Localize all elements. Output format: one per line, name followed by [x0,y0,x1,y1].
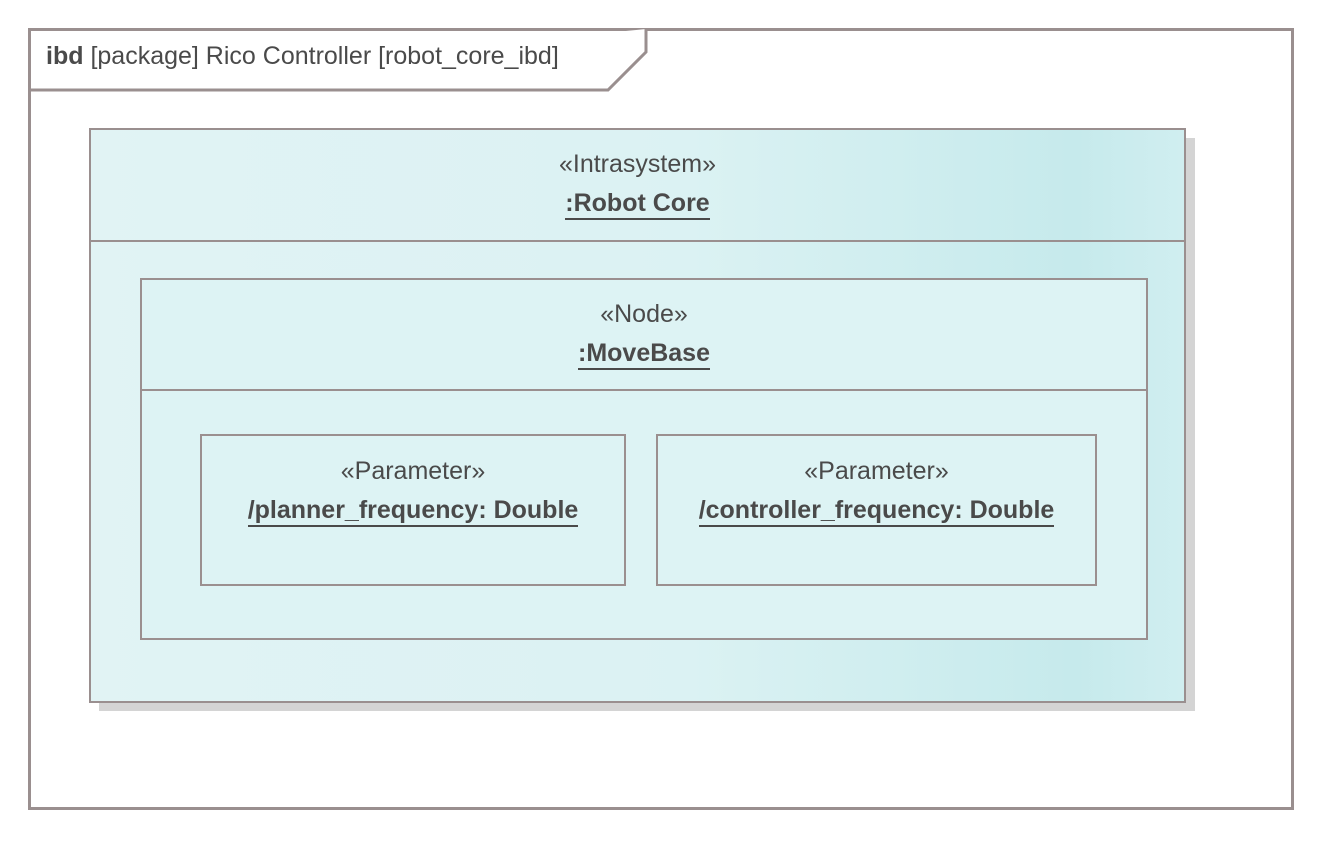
diagram-title-text: [package] Rico Controller [robot_core_ib… [90,42,559,70]
diagram-kind-keyword: ibd [46,42,84,70]
robot-core-compartment-divider [91,240,1184,242]
robot-core-name-text: :Robot Core [565,189,710,220]
robot-core-stereotype: «Intrasystem» [558,150,716,178]
frame-header-tab [28,28,648,92]
controller-frequency-parameter[interactable]: «Parameter» /controller_frequency: Doubl… [656,434,1097,586]
planner-frequency-name-text: /planner_frequency: Double [247,496,579,527]
controller-frequency-name: /controller_frequency: Double [658,496,1095,527]
planner-frequency-stereotype: «Parameter» [340,457,486,485]
movebase-stereotype: «Node» [600,300,688,328]
controller-frequency-name-text: /controller_frequency: Double [698,496,1055,527]
movebase-compartment-divider [142,389,1146,391]
controller-frequency-stereotype: «Parameter» [804,457,949,485]
movebase-name-text: :MoveBase [578,339,710,370]
frame-title: ibd [package] Rico Controller [robot_cor… [46,42,559,71]
movebase-name: :MoveBase [142,339,1146,370]
robot-core-name: :Robot Core [91,189,1184,220]
planner-frequency-name: /planner_frequency: Double [202,496,624,527]
planner-frequency-parameter[interactable]: «Parameter» /planner_frequency: Double [200,434,626,586]
